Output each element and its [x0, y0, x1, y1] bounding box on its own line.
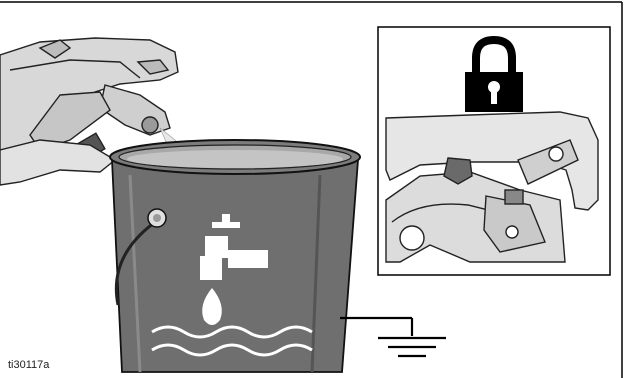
ground-symbol-icon: [340, 318, 446, 356]
figure-reference-id: ti30117a: [8, 359, 49, 371]
trigger-lock-inset: [378, 27, 610, 275]
